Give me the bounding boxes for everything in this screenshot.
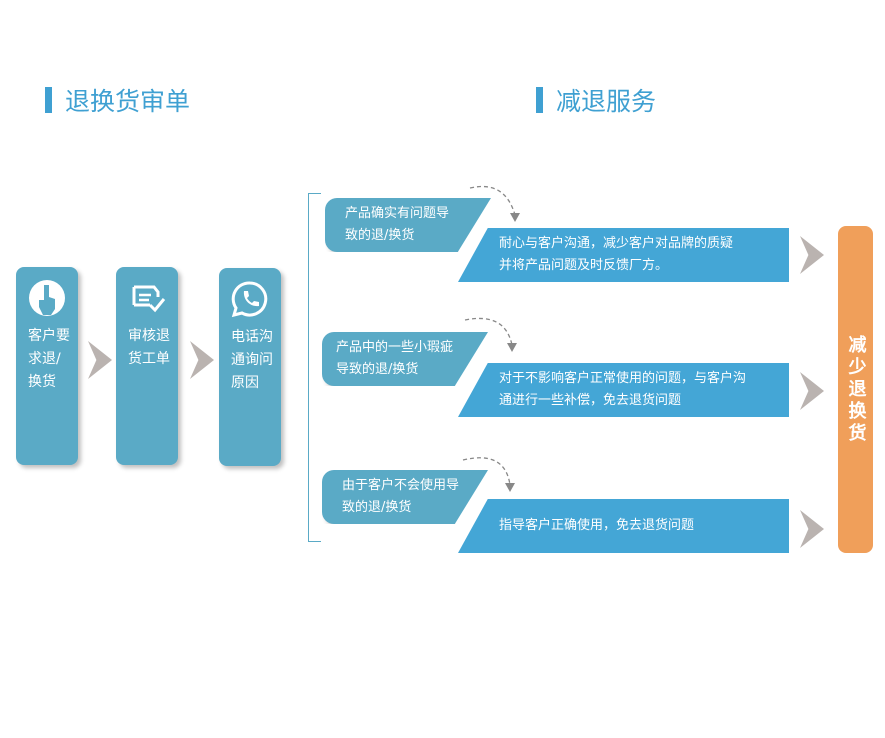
solution-box: 耐心与客户沟通，减少客户对品牌的质疑并将产品问题及时反馈厂方。 [458,228,789,282]
step-label: 电话沟通询问原因 [231,329,273,391]
curved-arrow-icon [464,317,513,346]
cause-text: 产品确实有问题导致的退/换货 [345,206,450,243]
arrow-right-icon [190,341,214,379]
cause-text: 产品中的一些小瑕疵导致的退/换货 [336,340,454,377]
solution-line: 指导客户正确使用，免去退货问题 [499,518,695,533]
bracket [308,193,321,542]
document-check-icon [132,285,166,313]
step-card-review-order: 审核退货工单 [116,267,178,465]
result-box: 减少退换货 [838,226,873,553]
phone-chat-icon [231,281,268,318]
curved-arrow-icon [462,457,511,486]
step-card-phone-inquiry: 电话沟通询问原因 [219,268,281,466]
cause-tab: 产品中的一些小瑕疵导致的退/换货 [322,332,488,386]
cause-text: 由于客户不会使用导致的退/换货 [342,478,460,515]
curved-arrow-icon [469,185,516,216]
curved-arrows [462,185,520,492]
title-text: 减退服务 [556,87,657,116]
hand-pointer-icon [29,280,65,316]
step-label: 客户要求退/换货 [28,328,70,390]
arrow-right-icon [800,372,824,410]
step-card-customer-request: 客户要求退/换货 [16,267,78,465]
solution-line: 并将产品问题及时反馈厂方。 [499,258,669,273]
solution-line: 通进行一些补偿，免去退货问题 [499,393,682,408]
arrow-right-icon [800,510,824,548]
arrow-right-icon [88,341,112,379]
arrow-right-icon [800,236,824,274]
solution-box: 指导客户正确使用，免去退货问题 [458,499,789,553]
section-title-service: 减退服务 [536,82,656,118]
solution-line: 耐心与客户沟通，减少客户对品牌的质疑 [499,236,734,251]
step-label: 审核退货工单 [128,328,170,367]
solution-line: 对于不影响客户正常使用的问题，与客户沟 [499,371,747,386]
title-text: 退换货审单 [65,87,191,116]
solution-box: 对于不影响客户正常使用的问题，与客户沟通进行一些补偿，免去退货问题 [458,363,789,417]
section-title-review: 退换货审单 [45,82,190,118]
